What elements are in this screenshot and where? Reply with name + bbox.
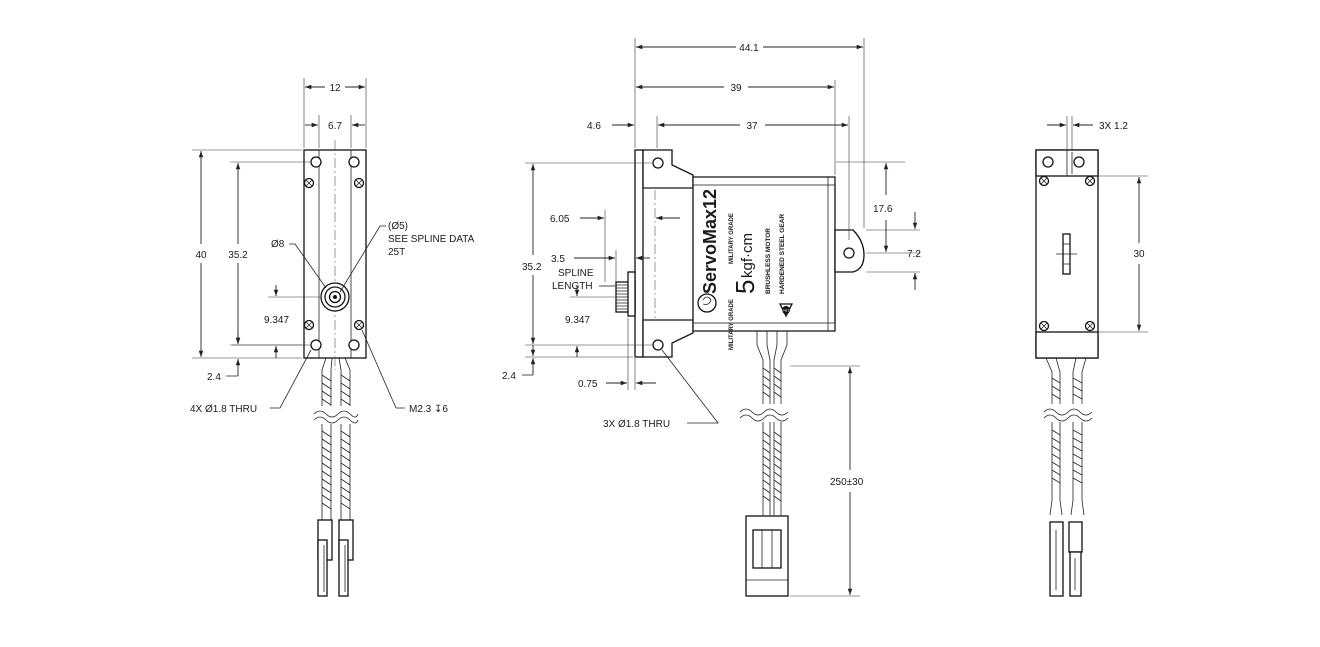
dim-left-edge-offset: 2.4 [207,372,221,383]
screw-icon [303,319,315,331]
right-view: 3X 1.2 30 [1035,116,1148,597]
screw-icon [353,319,365,331]
label-grade: MILITARY GRADE [729,213,735,264]
dim-side-offset-6-05: 6.05 [550,214,570,225]
label-motor: BRUSHLESS MOTOR [765,228,772,294]
connector-icon [1049,521,1083,597]
dim-side-edge-offset: 2.4 [502,371,516,382]
mount-hole-icon [310,339,322,351]
spline-length-label-1: SPLINE [558,268,594,279]
left-holes-note: 4X Ø1.8 THRU [190,404,257,415]
dim-right-screw-span: 30 [1133,249,1145,260]
dim-left-shaft-offset: 9.347 [264,315,289,326]
mount-hole-icon [1073,156,1085,168]
dim-side-height: 35.2 [522,262,542,273]
dim-cable-length: 250±30 [830,477,864,488]
dim-left-hole-span: 35.2 [228,250,248,261]
side-holes-note: 3X Ø1.8 THRU [603,419,670,430]
mount-hole-icon [1042,156,1054,168]
label-torque-unit: kgf·cm [739,233,756,278]
dim-dia-8: Ø8 [271,239,285,250]
mount-hole-icon [348,156,360,168]
screw-icon [1038,175,1050,187]
dim-side-shaft-offset: 9.347 [565,315,590,326]
label-gear: HARDENED STEEL GEAR [779,214,786,294]
badge-text: PRT [783,309,791,313]
dim-right-gap: 3X 1.2 [1099,121,1128,132]
ear-top [642,149,694,189]
mount-hole-icon [652,157,664,169]
dim-tab-offset: 17.6 [873,204,893,215]
cable-icon [739,331,792,515]
dim-side-overall-length: 44.1 [739,43,759,54]
spline-dia: (Ø5) [388,221,408,232]
cable-icon [1043,357,1093,516]
dim-tab-width: 7.2 [907,249,921,260]
output-spline-icon [615,271,636,317]
dim-side-hole-span: 37 [746,121,758,132]
screw-icon [353,177,365,189]
screw-icon [303,177,315,189]
mount-hole-icon [843,247,855,259]
connector-icon [317,519,354,597]
dim-side-length-39: 39 [730,83,742,94]
center-slot-icon [1056,233,1077,275]
screw-icon [1038,320,1050,332]
ear-bottom [642,319,694,358]
spline-teeth: 25T [388,247,405,258]
dim-side-offset-4-6: 4.6 [587,121,601,132]
brand-logo-icon [697,293,717,313]
thread-note: M2.3 ↧6 [409,404,448,415]
dim-left-height: 40 [195,250,207,261]
dim-left-inner-width: 6.7 [328,121,342,132]
connector-icon [745,515,789,597]
left-view: 12 6.7 40 35.2 Ø8 (Ø5) SEE SPLINE DATA 2… [190,78,475,597]
mount-hole-icon [652,339,664,351]
dim-side-offset-3-5: 3.5 [551,254,565,265]
label-brand: ServoMax12 [700,189,720,294]
screw-icon [1084,320,1096,332]
cable-icon [313,357,359,520]
dim-left-width: 12 [329,83,341,94]
label-grade-2: MILITARY GRADE [729,299,735,350]
case-label: ServoMax12 MILITARY GRADE 5 kgf·cm BRUSH… [700,189,786,350]
mount-hole-icon [310,156,322,168]
label-torque-num: 5 [730,280,760,294]
spline-note: SEE SPLINE DATA [388,234,475,245]
screw-icon [1084,175,1096,187]
spline-length-label-2: LENGTH [552,281,593,292]
flange-strip [634,149,644,358]
dim-side-offset-0-75: 0.75 [578,379,598,390]
badge-icon: PRT [778,303,794,318]
mount-hole-icon [348,339,360,351]
side-view: ServoMax12 MILITARY GRADE 5 kgf·cm BRUSH… [502,38,921,597]
